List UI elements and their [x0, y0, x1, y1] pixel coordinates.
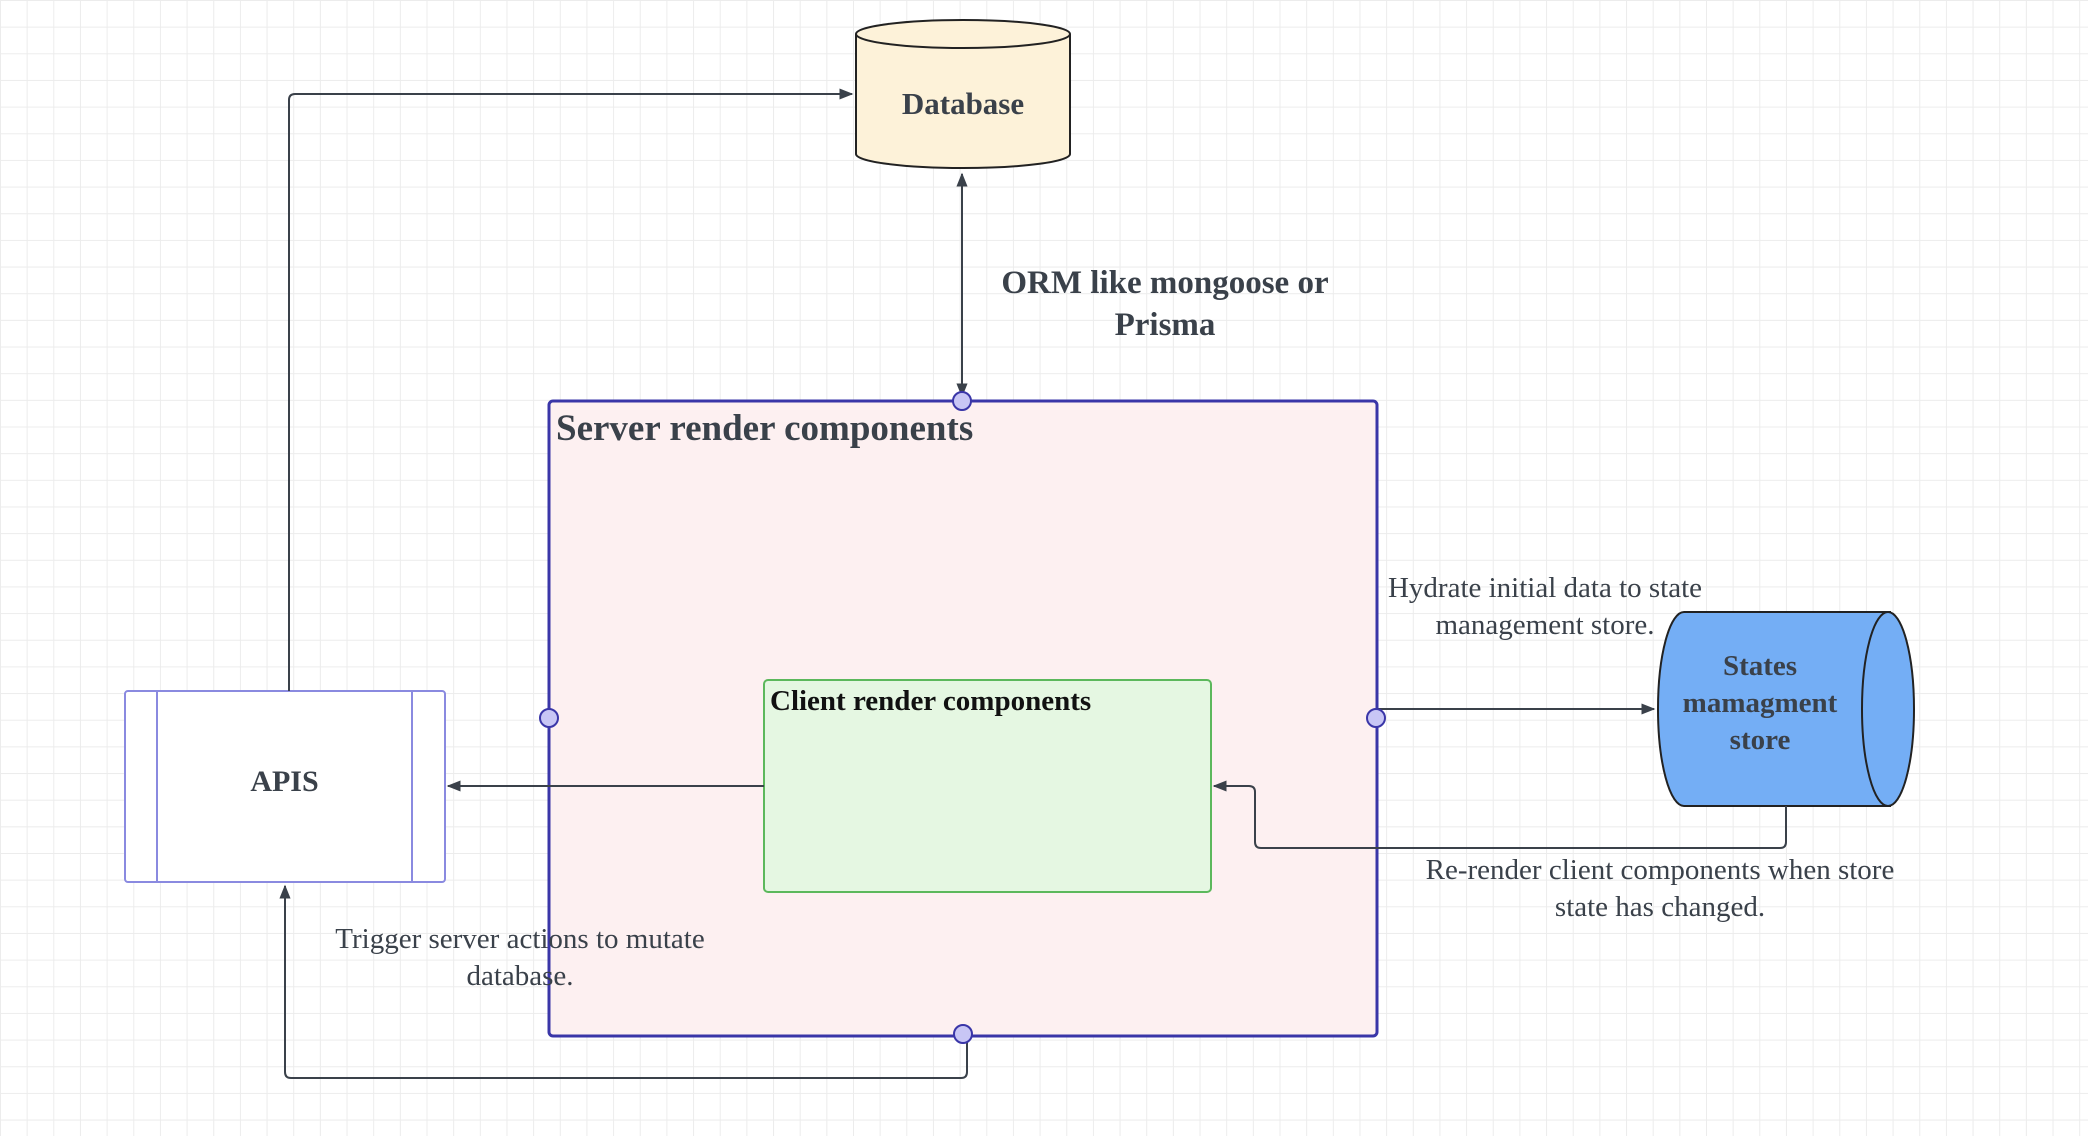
state-store-label-line1: States — [1722, 650, 1798, 682]
state-store-cylinder[interactable] — [1657, 611, 1915, 807]
port-server-left[interactable] — [539, 708, 559, 728]
server-render-label: Server render components — [556, 408, 974, 449]
hydrate-label-line2: management store. — [1435, 609, 1655, 641]
edge-rerender-client[interactable] — [1212, 780, 1787, 849]
trigger-label: Trigger server actions to mutate databas… — [300, 921, 740, 995]
database-cylinder[interactable] — [855, 19, 1071, 169]
hydrate-label-line1: Hydrate initial data to state — [1387, 572, 1703, 604]
client-render-label: Client render components — [770, 685, 1092, 717]
edge-apis-to-database[interactable] — [288, 88, 854, 691]
edge-trigger-server-actions[interactable] — [279, 884, 968, 1079]
orm-label-line2: Prisma — [1114, 307, 1216, 343]
orm-label-line1: ORM like mongoose or — [1001, 265, 1329, 301]
port-server-top[interactable] — [952, 391, 972, 411]
rerender-label-line2: state has changed. — [1554, 891, 1766, 923]
hydrate-label: Hydrate initial data to state management… — [1340, 570, 1750, 644]
apis-box[interactable] — [124, 690, 446, 883]
state-store-label-line2: mamagment — [1682, 687, 1838, 719]
apis-label: APIS — [250, 765, 319, 798]
trigger-label-line1: Trigger server actions to mutate — [335, 923, 705, 955]
trigger-label-line2: database. — [466, 960, 574, 992]
port-server-bottom[interactable] — [953, 1024, 973, 1044]
state-store-label-line3: store — [1729, 724, 1791, 756]
port-server-right[interactable] — [1366, 708, 1386, 728]
rerender-label: Re-render client components when store s… — [1380, 852, 1940, 926]
rerender-label-line1: Re-render client components when store — [1425, 854, 1895, 886]
orm-label: ORM like mongoose or Prisma — [965, 262, 1365, 346]
database-label: Database — [901, 86, 1025, 121]
state-store-label: States mamagment store — [1660, 648, 1860, 759]
